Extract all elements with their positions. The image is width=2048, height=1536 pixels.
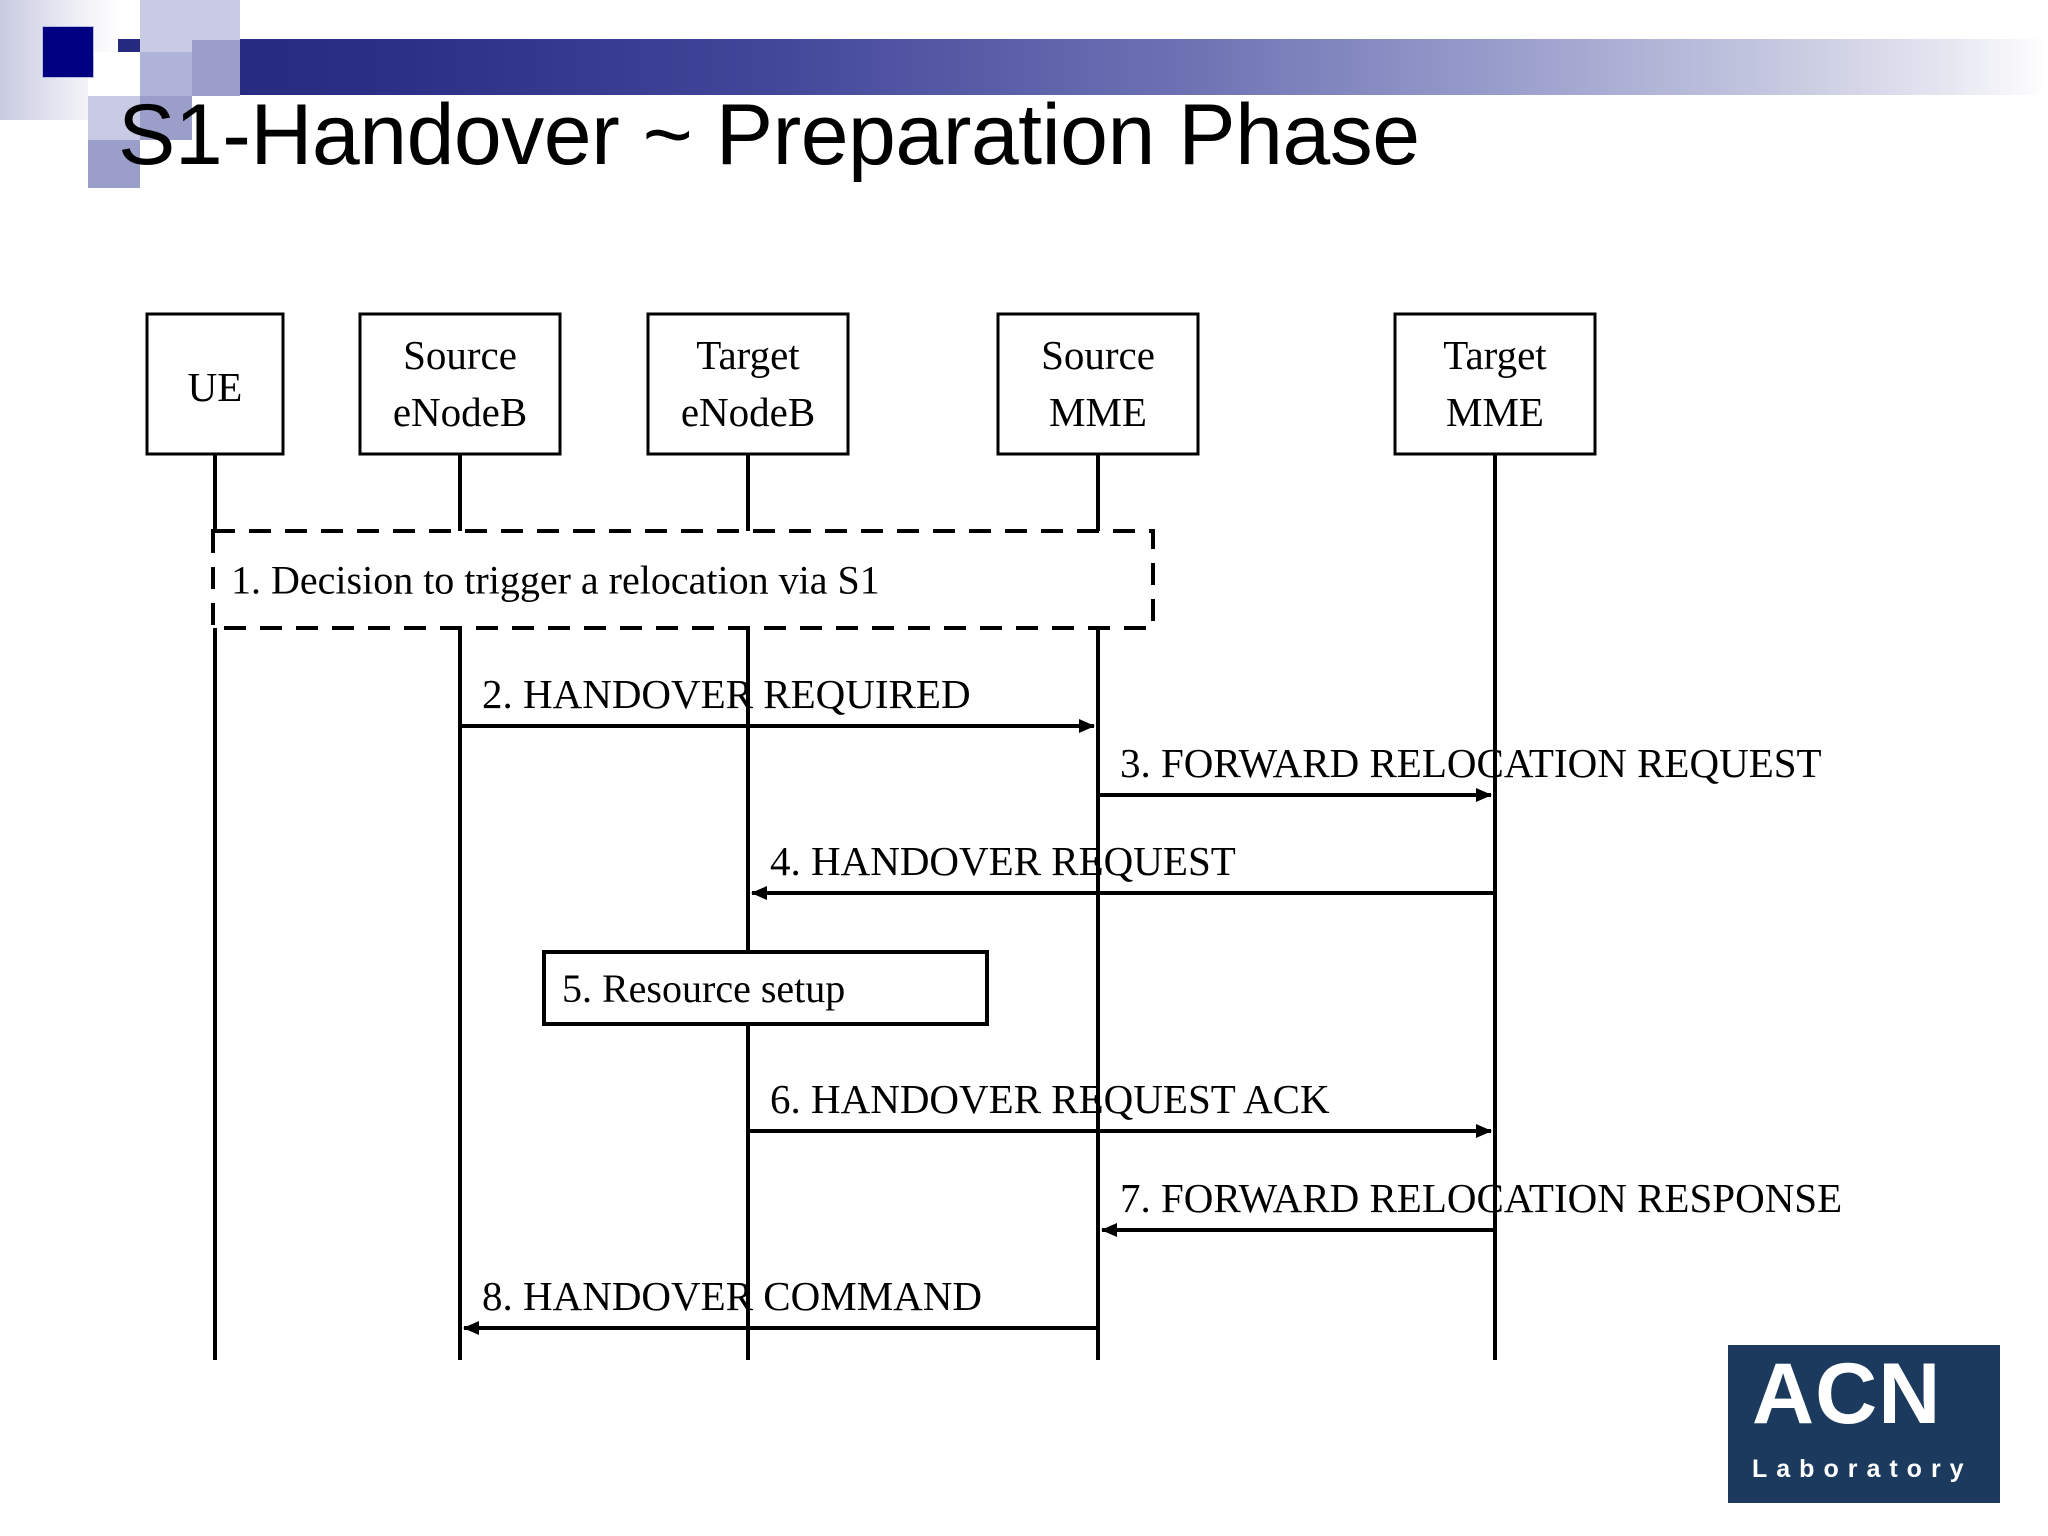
lifeline-box-ue	[145, 312, 285, 456]
acn-laboratory-logo: ACN Laboratory	[1728, 1345, 2000, 1503]
message-label-2: 2. HANDOVER REQUIRED	[482, 671, 971, 717]
header-gradient-bar	[118, 39, 2048, 95]
logo-acn-text: ACN	[1752, 1346, 1942, 1442]
header-square-medium-3	[88, 140, 140, 188]
slide-title: S1-Handover ~ Preparation Phase	[118, 87, 1420, 183]
header-square-white-1	[88, 52, 140, 96]
header-square-light-1	[140, 0, 192, 52]
header-square-medium-2	[140, 96, 192, 140]
logo-subtitle-text: Laboratory	[1752, 1455, 1973, 1483]
note-box-note1	[211, 529, 1155, 630]
lifeline-label-tgtenb: eNodeB	[681, 389, 815, 435]
message-label-8: 8. HANDOVER COMMAND	[482, 1273, 982, 1319]
header-square-light-4	[88, 96, 140, 140]
header-square-light-3	[140, 52, 192, 96]
message-label-6: 6. HANDOVER REQUEST ACK	[770, 1076, 1330, 1122]
lifeline-label-srcenb: eNodeB	[393, 389, 527, 435]
lifeline-label-srcmme: Source	[1041, 332, 1155, 378]
lifeline-label-tgtmme: Target	[1443, 332, 1547, 378]
note-text-note5: 5. Resource setup	[562, 966, 845, 1011]
note-box-note5	[542, 950, 989, 1026]
header-square-navy	[42, 26, 94, 78]
lifeline-label-srcmme: MME	[1049, 389, 1147, 435]
lifeline-label-tgtenb: Target	[696, 332, 800, 378]
header-square-light-2	[192, 0, 240, 40]
header-square-medium-1	[192, 40, 240, 96]
message-label-3: 3. FORWARD RELOCATION REQUEST	[1120, 740, 1822, 786]
note-text-note1: 1. Decision to trigger a relocation via …	[231, 558, 880, 603]
message-label-4: 4. HANDOVER REQUEST	[770, 838, 1236, 884]
lifeline-label-ue: UE	[188, 364, 243, 410]
lifeline-box-tgtmme	[1393, 312, 1597, 456]
message-label-7: 7. FORWARD RELOCATION RESPONSE	[1120, 1175, 1842, 1221]
lifeline-label-tgtmme: MME	[1446, 389, 1544, 435]
lifeline-label-srcenb: Source	[403, 332, 517, 378]
